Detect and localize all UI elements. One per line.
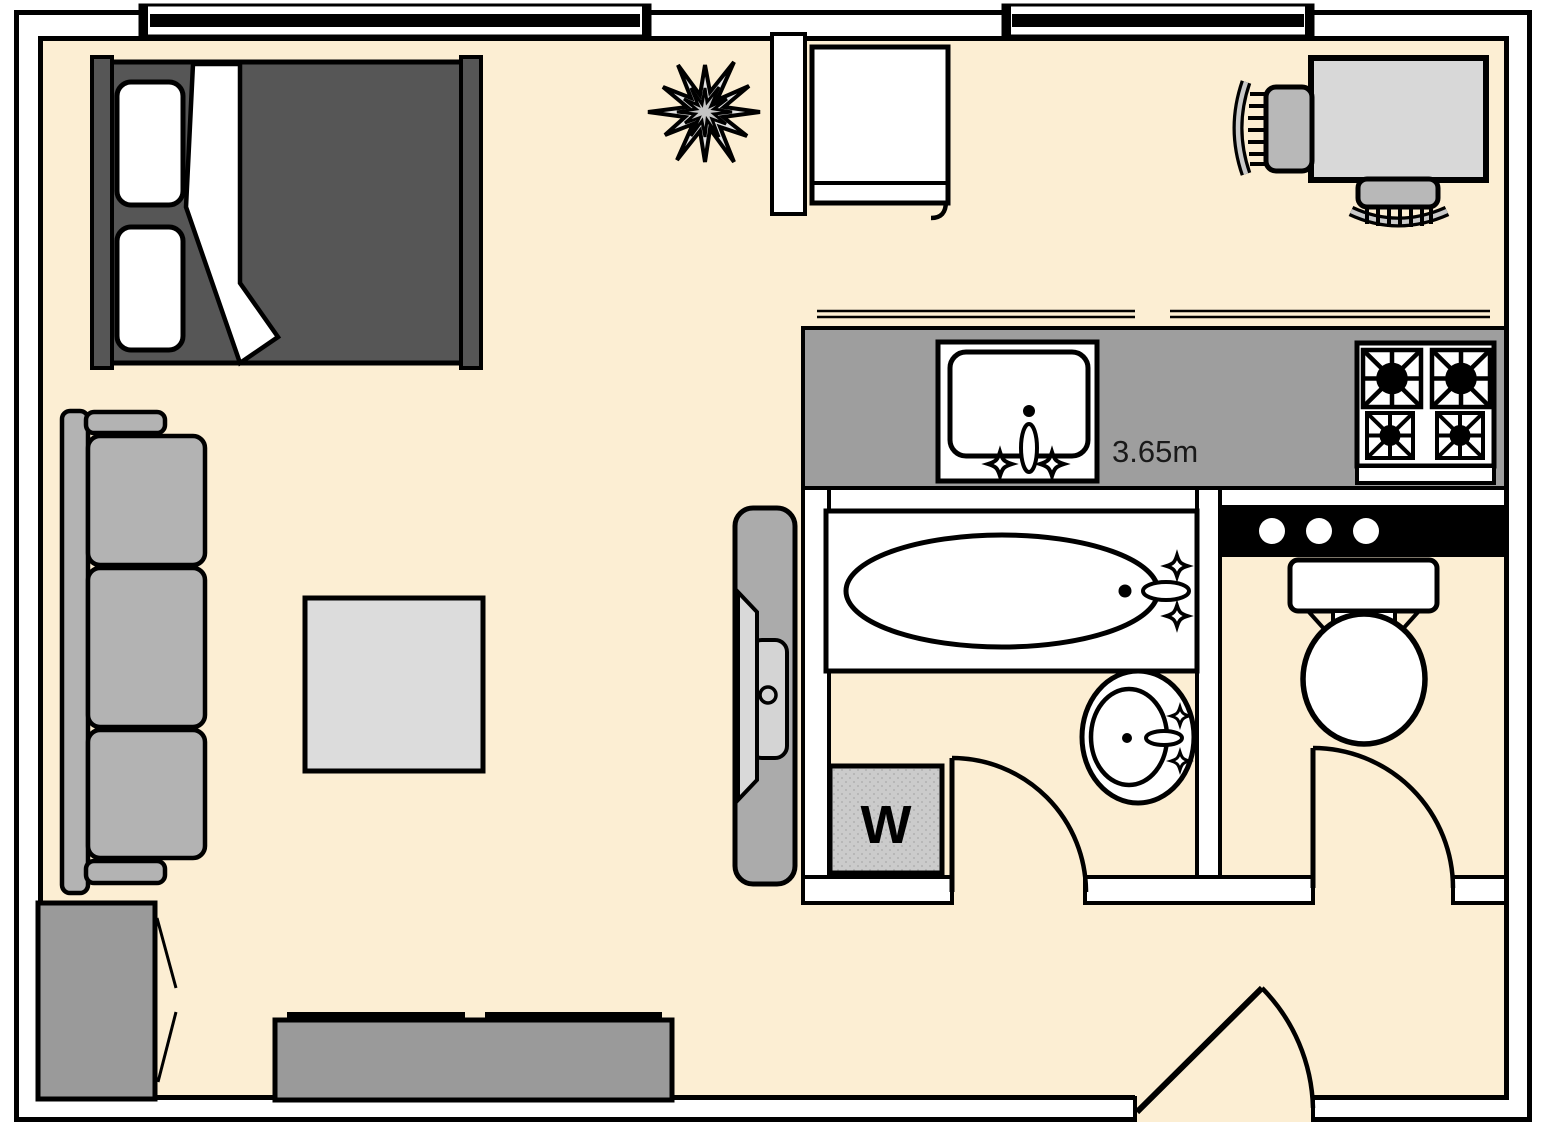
bathroom-bottom-wall — [801, 875, 954, 905]
sink-basin — [947, 349, 1091, 459]
burner — [1365, 411, 1415, 460]
burner — [1429, 347, 1493, 410]
washer-label: W — [861, 795, 912, 855]
coffee-table — [302, 595, 486, 774]
sofa-cushion — [85, 565, 208, 730]
desk — [1308, 55, 1489, 183]
light — [1306, 518, 1332, 544]
chair-seat — [1355, 176, 1441, 210]
sofa-back — [59, 408, 91, 896]
sink-faucet — [1019, 422, 1039, 474]
burner — [1435, 411, 1485, 460]
wardrobe-cabinet — [35, 900, 178, 1102]
footboard — [459, 55, 483, 370]
toilet — [1287, 557, 1440, 747]
double-bed — [90, 55, 483, 370]
door-swing-arc — [1260, 986, 1316, 1109]
sofa-armrest — [83, 858, 168, 886]
entry-door — [1134, 985, 1316, 1115]
wc-shelf-lights — [1220, 505, 1506, 557]
bathtub — [843, 532, 1161, 650]
pillow — [114, 224, 186, 353]
chair-ribs — [1365, 208, 1433, 227]
washing-machine: W — [827, 763, 945, 876]
tv-console — [732, 505, 798, 887]
tv-screen-bar — [287, 1012, 465, 1020]
bathroom-door — [949, 755, 1089, 893]
refrigerator — [809, 44, 951, 221]
sink-drain — [1023, 405, 1035, 417]
bathroom-walls — [801, 486, 1508, 905]
chair-back-fill — [1235, 81, 1249, 175]
wall-stub-top — [770, 32, 807, 216]
tv-knob — [758, 685, 778, 705]
door-swing-arc — [1312, 745, 1456, 889]
tv-stand — [272, 1012, 675, 1103]
bathroom-bottom-wall — [1451, 875, 1508, 905]
flatscreen-tv — [736, 586, 759, 806]
light — [1353, 518, 1379, 544]
counter-dimension-label: 3.65m — [1112, 434, 1198, 469]
cabinet-door-mark — [156, 1011, 178, 1083]
bathroom-bottom-wall — [1083, 875, 1315, 905]
wc-door — [1310, 745, 1456, 889]
light — [1259, 518, 1285, 544]
burner — [1360, 347, 1424, 410]
fridge-handle — [930, 200, 949, 221]
plant — [647, 60, 761, 164]
cabinet-door-mark — [155, 917, 178, 989]
basin-drain — [1122, 733, 1132, 743]
folded-sheet — [183, 61, 282, 367]
pillow — [114, 79, 186, 208]
tv-screen-bar — [485, 1012, 662, 1020]
tub-faucet — [1141, 580, 1191, 602]
pedestal-sink — [1079, 668, 1197, 806]
desk-chair-left — [1232, 80, 1315, 176]
sofa-cushion — [85, 727, 208, 861]
bathtub-area — [823, 508, 1200, 674]
stove — [1354, 340, 1497, 485]
window-top-left — [138, 3, 652, 38]
door-swing-arc — [951, 755, 1089, 893]
sofa-cushion — [85, 433, 208, 568]
door-leaf — [1134, 985, 1265, 1115]
toilet-bowl — [1300, 611, 1428, 747]
plant-inner-leaves — [676, 86, 733, 138]
chair-seat — [1263, 84, 1315, 174]
desk-chair-bottom — [1348, 176, 1450, 228]
sofa-armrest — [83, 409, 168, 436]
sofa — [59, 408, 208, 896]
basin-faucet — [1144, 729, 1184, 747]
toilet-tank — [1287, 557, 1440, 614]
window-top-right — [1001, 3, 1315, 38]
kitchen-sink — [935, 339, 1100, 484]
bathroom-wc-divider-wall — [1195, 486, 1222, 905]
outer-wall — [14, 10, 1532, 1122]
tub-drain — [1118, 584, 1132, 598]
headboard — [90, 55, 114, 370]
